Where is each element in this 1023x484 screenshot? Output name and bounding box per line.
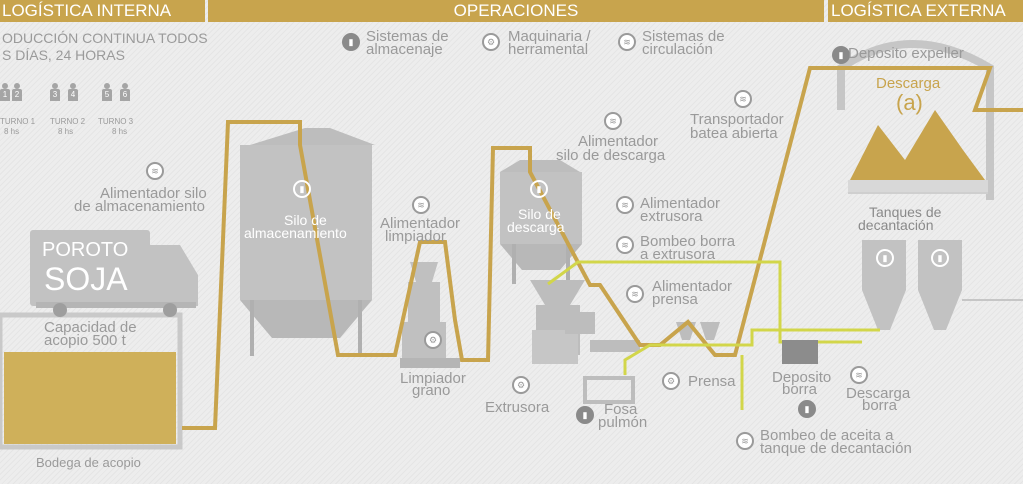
discharge-silo-2: descarga	[507, 219, 565, 235]
header-external: LOGÍSTICA EXTERNA	[828, 0, 1023, 22]
storage-feeder-1: Alimentador silo	[100, 185, 207, 202]
legend-storage-1: Sistemas de	[366, 28, 449, 45]
storage-silo-shape	[240, 128, 375, 356]
circulation-system-icon: ≋	[146, 162, 164, 180]
circulation-system-icon: ≋	[618, 33, 636, 51]
production-line2: S DÍAS, 24 HORAS	[2, 47, 125, 63]
circulation-system-icon: ≋	[412, 196, 430, 214]
storage-feeder-2: de almacenamiento	[74, 198, 205, 215]
extruder-feeder-2: extrusora	[640, 208, 703, 225]
header-internal: LOGÍSTICA INTERNA	[0, 0, 205, 22]
gold-conveyor	[182, 66, 1023, 430]
expeller-shed	[837, 40, 994, 200]
expeller-deposit: Deposito expeller	[848, 45, 964, 62]
circulation-system-icon: ≋	[616, 236, 634, 254]
shift-3-hours: 8 hs	[112, 127, 128, 136]
storage-system-icon: ▮	[931, 249, 949, 267]
warehouse-capacity-2: acopio 500 t	[44, 332, 126, 349]
sludge-tank-2: borra	[782, 381, 818, 398]
storage-system-icon: ▮	[832, 46, 850, 64]
circulation-system-icon: ≋	[616, 196, 634, 214]
worker-icon: 6	[120, 83, 130, 101]
circulation-system-icon: ≋	[734, 90, 752, 108]
gear-icon: ⚙	[512, 376, 530, 394]
sludge-discharge-1: Descarga	[846, 385, 911, 402]
truck-label-2: SOJA	[44, 261, 128, 297]
storage-silo-1: Silo de	[284, 212, 327, 228]
oil-pump-2: tanque de decantación	[760, 440, 912, 457]
tanks-2: decantación	[858, 217, 934, 233]
shift-1-name: TURNO 1	[0, 117, 36, 126]
worker-icon: 2	[12, 83, 22, 101]
warehouse-grain	[4, 352, 176, 444]
shift-3-name: TURNO 3	[98, 117, 134, 126]
conveyor-2: batea abierta	[690, 125, 778, 142]
sludge-discharge-2: borra	[862, 397, 898, 414]
discharge-silo-1: Silo de	[518, 206, 561, 222]
circulation-system-icon: ≋	[736, 432, 754, 450]
storage-system-icon: ▮	[876, 249, 894, 267]
shift-1-hours: 8 hs	[4, 127, 20, 136]
tanks-1: Tanques de	[869, 204, 942, 220]
truck-label-1: POROTO	[42, 239, 129, 261]
press-label: Prensa	[688, 373, 736, 390]
gear-icon: ⚙	[662, 372, 680, 390]
extruder-shape	[530, 280, 640, 364]
worker-icon: 5	[102, 83, 112, 101]
pit-shape	[583, 376, 635, 404]
unload-mark: (a)	[896, 90, 923, 115]
discharge-feeder-2: silo de descarga	[556, 147, 666, 164]
legend-circulation-2: circulación	[642, 41, 713, 58]
circulation-system-icon: ≋	[626, 285, 644, 303]
sludge-tank-shape	[782, 340, 818, 364]
decantation-tanks	[862, 240, 962, 330]
conveyor-1: Transportador	[690, 111, 784, 128]
warehouse-box	[0, 312, 183, 450]
cleaner-feeder-2: limpiador	[385, 228, 446, 245]
oil-pump-1: Bombeo de aceita a	[760, 427, 894, 444]
worker-icon: 4	[68, 83, 78, 101]
circulation-system-icon: ≋	[604, 112, 622, 130]
worker-icon: 3	[50, 83, 60, 101]
unload-label: Descarga	[876, 75, 941, 92]
storage-system-icon: ▮	[798, 400, 816, 418]
warehouse-name: Bodega de acopio	[36, 455, 141, 470]
expeller-pile	[850, 110, 985, 180]
extruder-label: Extrusora	[485, 399, 550, 416]
storage-system-icon: ▮	[293, 180, 311, 198]
warehouse-capacity-1: Capacidad de	[44, 319, 137, 336]
header-operations: OPERACIONES	[208, 0, 824, 22]
worker-icon: 1	[0, 83, 10, 101]
shift-2-hours: 8 hs	[58, 127, 74, 136]
extruder-feeder-1: Alimentador	[640, 195, 721, 212]
grain-cleaner-2: grano	[412, 382, 451, 399]
legend-machinery-1: Maquinaria /	[508, 28, 591, 45]
pit-1: Fosa	[604, 401, 638, 418]
storage-system-icon: ▮	[576, 406, 594, 424]
production-line1: ODUCCIÓN CONTINUA TODOS	[2, 30, 208, 46]
pump-extruder-1: Bombeo borra	[640, 233, 736, 250]
storage-system-icon: ▮	[342, 33, 360, 51]
press-feeder-1: Alimentador	[652, 278, 733, 295]
gear-icon: ⚙	[482, 33, 500, 51]
oil-line-2	[623, 328, 880, 375]
grain-cleaner-1: Limpiador	[400, 370, 466, 387]
storage-silo-2: almacenamiento	[244, 225, 347, 241]
pump-extruder-2: a extrusora	[640, 246, 716, 263]
legend-machinery-2: herramental	[508, 41, 589, 58]
legend-circulation-1: Sistemas de	[642, 28, 725, 45]
legend-storage-2: almacenaje	[366, 41, 443, 58]
shift-2-name: TURNO 2	[50, 117, 86, 126]
discharge-feeder-1: Alimentador	[578, 133, 659, 150]
truck-shape	[30, 230, 198, 317]
gear-icon: ⚙	[424, 331, 442, 349]
sludge-tank-1: Deposito	[772, 369, 832, 386]
press-feeder-2: prensa	[652, 291, 698, 308]
cleaner-feeder-1: Alimentador	[380, 215, 461, 232]
storage-system-icon: ▮	[530, 180, 548, 198]
circulation-system-icon: ≋	[850, 366, 868, 384]
pit-2: pulmón	[598, 414, 648, 431]
